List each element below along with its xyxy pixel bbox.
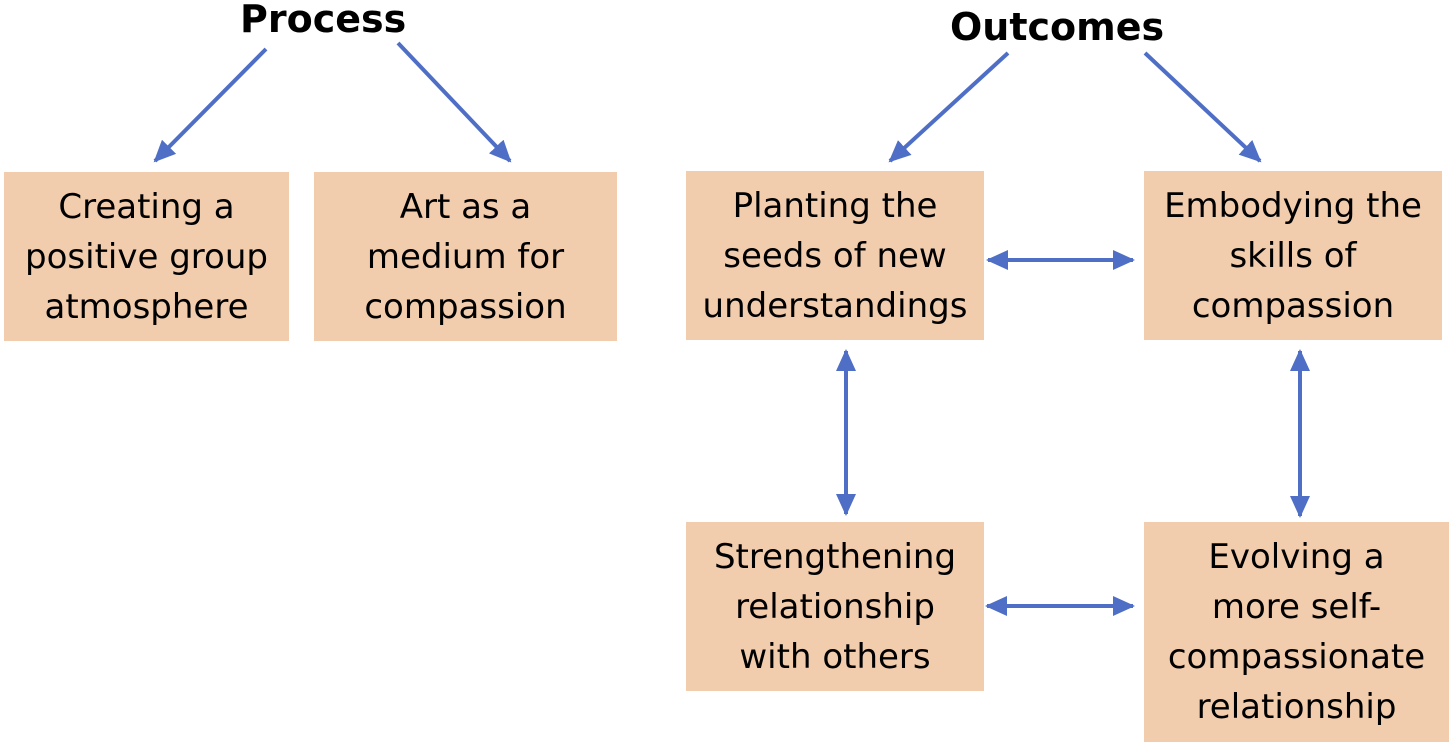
arrow-outcomes-to-skills: [1143, 51, 1262, 163]
outcome-box-label: Planting the seeds of new understandings: [702, 185, 968, 326]
process-box-art-medium: Art as a medium for compassion: [314, 172, 617, 341]
outcome-box-self-compassion: Evolving a more self- compassionate rela…: [1144, 522, 1449, 742]
outcome-box-label: Evolving a more self- compassionate rela…: [1167, 537, 1426, 727]
outcome-box-compassion-skills: Embodying the skills of compassion: [1144, 171, 1442, 340]
process-box-label: Art as a medium for compassion: [364, 186, 567, 327]
process-heading: Process: [240, 0, 407, 41]
arrow-process-to-atmosphere: [153, 47, 268, 163]
process-box-label: Creating a positive group atmosphere: [25, 186, 268, 327]
outcome-box-label: Embodying the skills of compassion: [1164, 185, 1422, 326]
outcome-box-new-understandings: Planting the seeds of new understandings: [686, 171, 984, 340]
outcomes-heading: Outcomes: [950, 5, 1165, 49]
outcome-box-label: Strengthening relationship with others: [713, 536, 957, 677]
outcome-box-relationship-others: Strengthening relationship with others: [686, 522, 984, 691]
arrow-outcomes-to-understandings: [888, 51, 1010, 163]
process-box-group-atmosphere: Creating a positive group atmosphere: [4, 172, 289, 341]
arrow-process-to-art: [396, 41, 512, 163]
